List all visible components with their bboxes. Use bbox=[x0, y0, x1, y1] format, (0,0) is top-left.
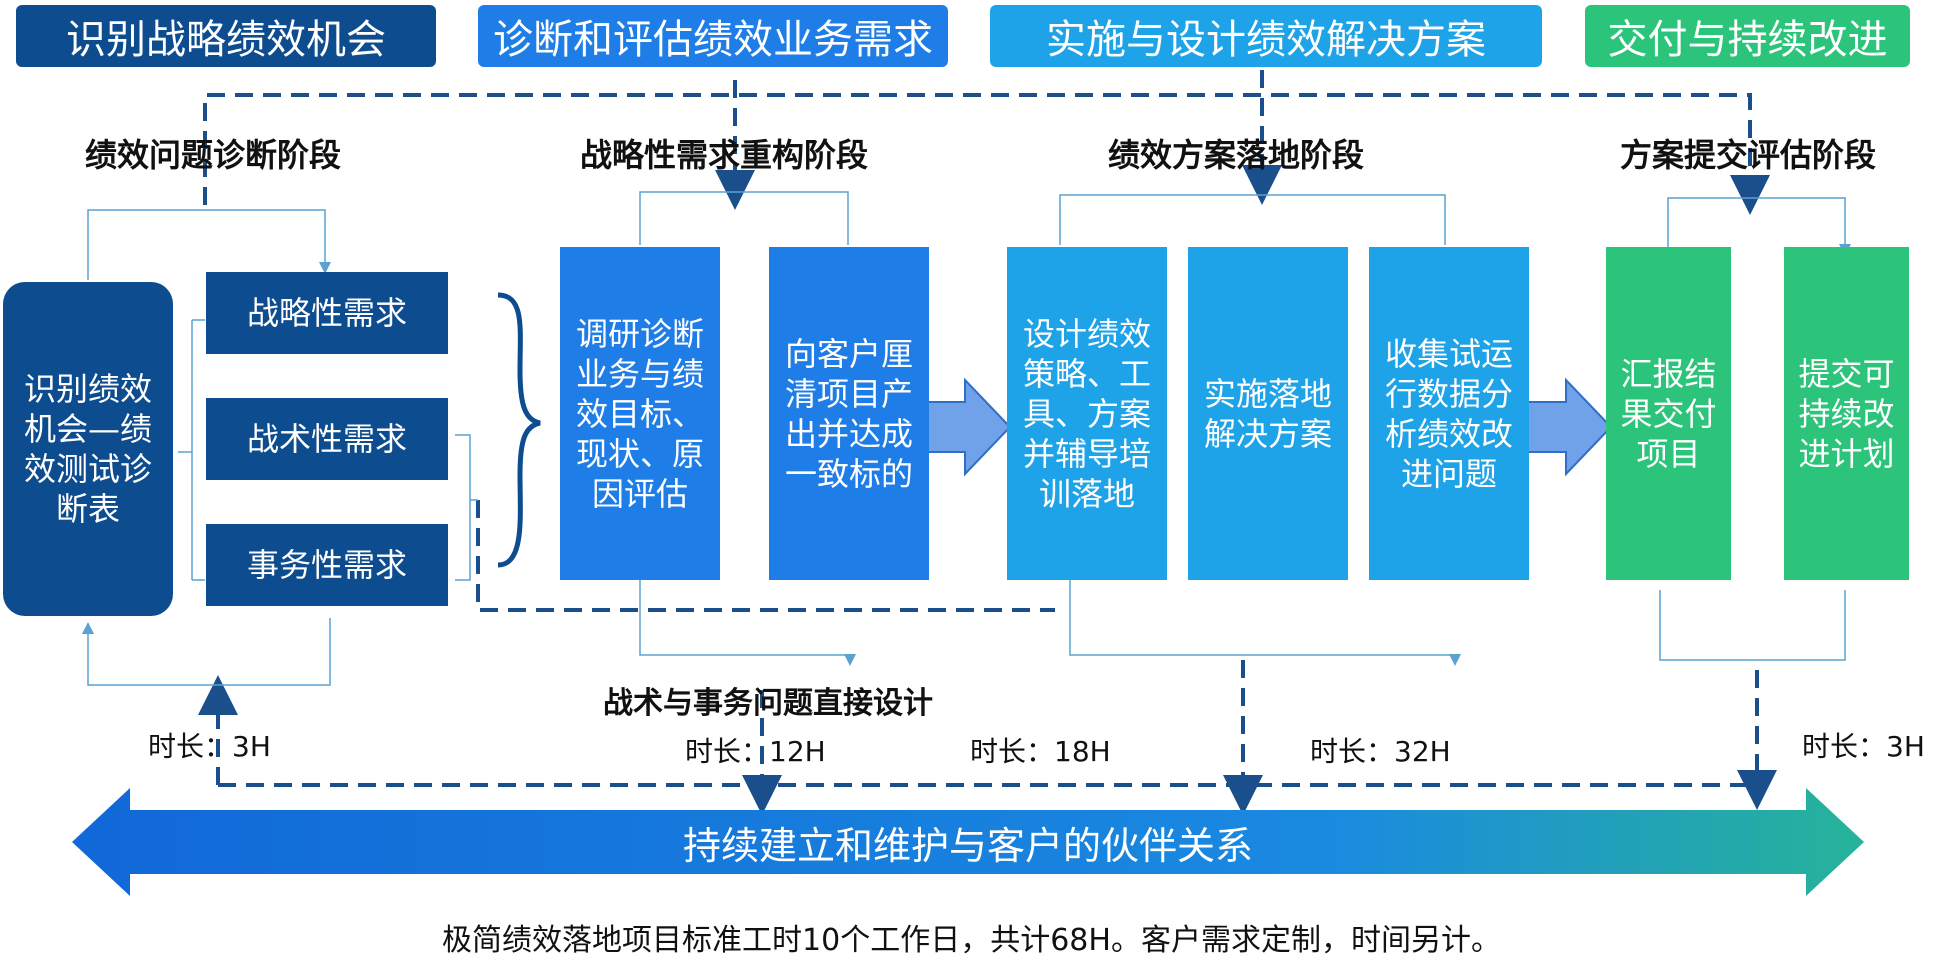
transactional-need-box: 事务性需求 bbox=[206, 524, 448, 606]
stage-title-4: 方案提交评估阶段 bbox=[1620, 136, 1877, 174]
header-diagnose: 诊断和评估绩效业务需求 bbox=[478, 5, 948, 67]
brace bbox=[497, 292, 541, 568]
tactical-need-box: 战术性需求 bbox=[206, 398, 448, 480]
tactical-direct-design-label: 战术与事务问题直接设计 bbox=[603, 686, 933, 721]
implement-solution-box: 实施落地 解决方案 bbox=[1188, 247, 1348, 580]
stage-title-1: 绩效问题诊断阶段 bbox=[85, 136, 342, 174]
strategic-need-box: 战略性需求 bbox=[206, 272, 448, 354]
header-diagnose-label: 诊断和评估绩效业务需求 bbox=[493, 17, 933, 63]
clarify-deliverables-box: 向客户厘 清项目产 出并达成 一致标的 bbox=[769, 247, 929, 580]
identify-opportunity-box: 识别绩效 机会—绩 效测试诊 断表 bbox=[3, 282, 173, 616]
header-identify-label: 识别战略绩效机会 bbox=[66, 17, 386, 63]
duration-phase2: 时长：12H bbox=[685, 735, 826, 768]
banner-arrow bbox=[72, 788, 1864, 896]
header-deliver-label: 交付与持续改进 bbox=[1607, 17, 1888, 63]
header-implement: 实施与设计绩效解决方案 bbox=[990, 5, 1542, 67]
duration-phase1: 时长：3H bbox=[148, 730, 271, 763]
header-deliver: 交付与持续改进 bbox=[1585, 5, 1910, 67]
phase-arrows bbox=[926, 377, 1613, 477]
footer-note: 极简绩效落地项目标准工时10个工作日，共计68H。客户需求定制，时间另计。 bbox=[442, 923, 1501, 958]
submit-plan-box: 提交可 持续改 进计划 bbox=[1784, 247, 1909, 580]
stage-title-2: 战略性需求重构阶段 bbox=[580, 136, 869, 174]
research-diagnose-box: 调研诊断 业务与绩 效目标、 现状、原 因评估 bbox=[560, 247, 720, 580]
header-identify: 识别战略绩效机会 bbox=[16, 5, 436, 67]
duration-phase4: 时长：3H bbox=[1802, 730, 1925, 763]
report-results-box: 汇报结 果交付 项目 bbox=[1606, 247, 1731, 580]
header-implement-label: 实施与设计绩效解决方案 bbox=[1046, 17, 1486, 63]
collect-data-box: 收集试运 行数据分 析绩效改 进问题 bbox=[1369, 247, 1529, 580]
design-strategy-box: 设计绩效 策略、工 具、方案 并辅导培 训落地 bbox=[1007, 247, 1167, 580]
banner-label: 持续建立和维护与客户的伙伴关系 bbox=[682, 823, 1253, 868]
stage-title-3: 绩效方案落地阶段 bbox=[1108, 136, 1365, 174]
duration-phase3a: 时长：18H bbox=[970, 735, 1111, 768]
duration-phase3b: 时长：32H bbox=[1310, 735, 1451, 768]
